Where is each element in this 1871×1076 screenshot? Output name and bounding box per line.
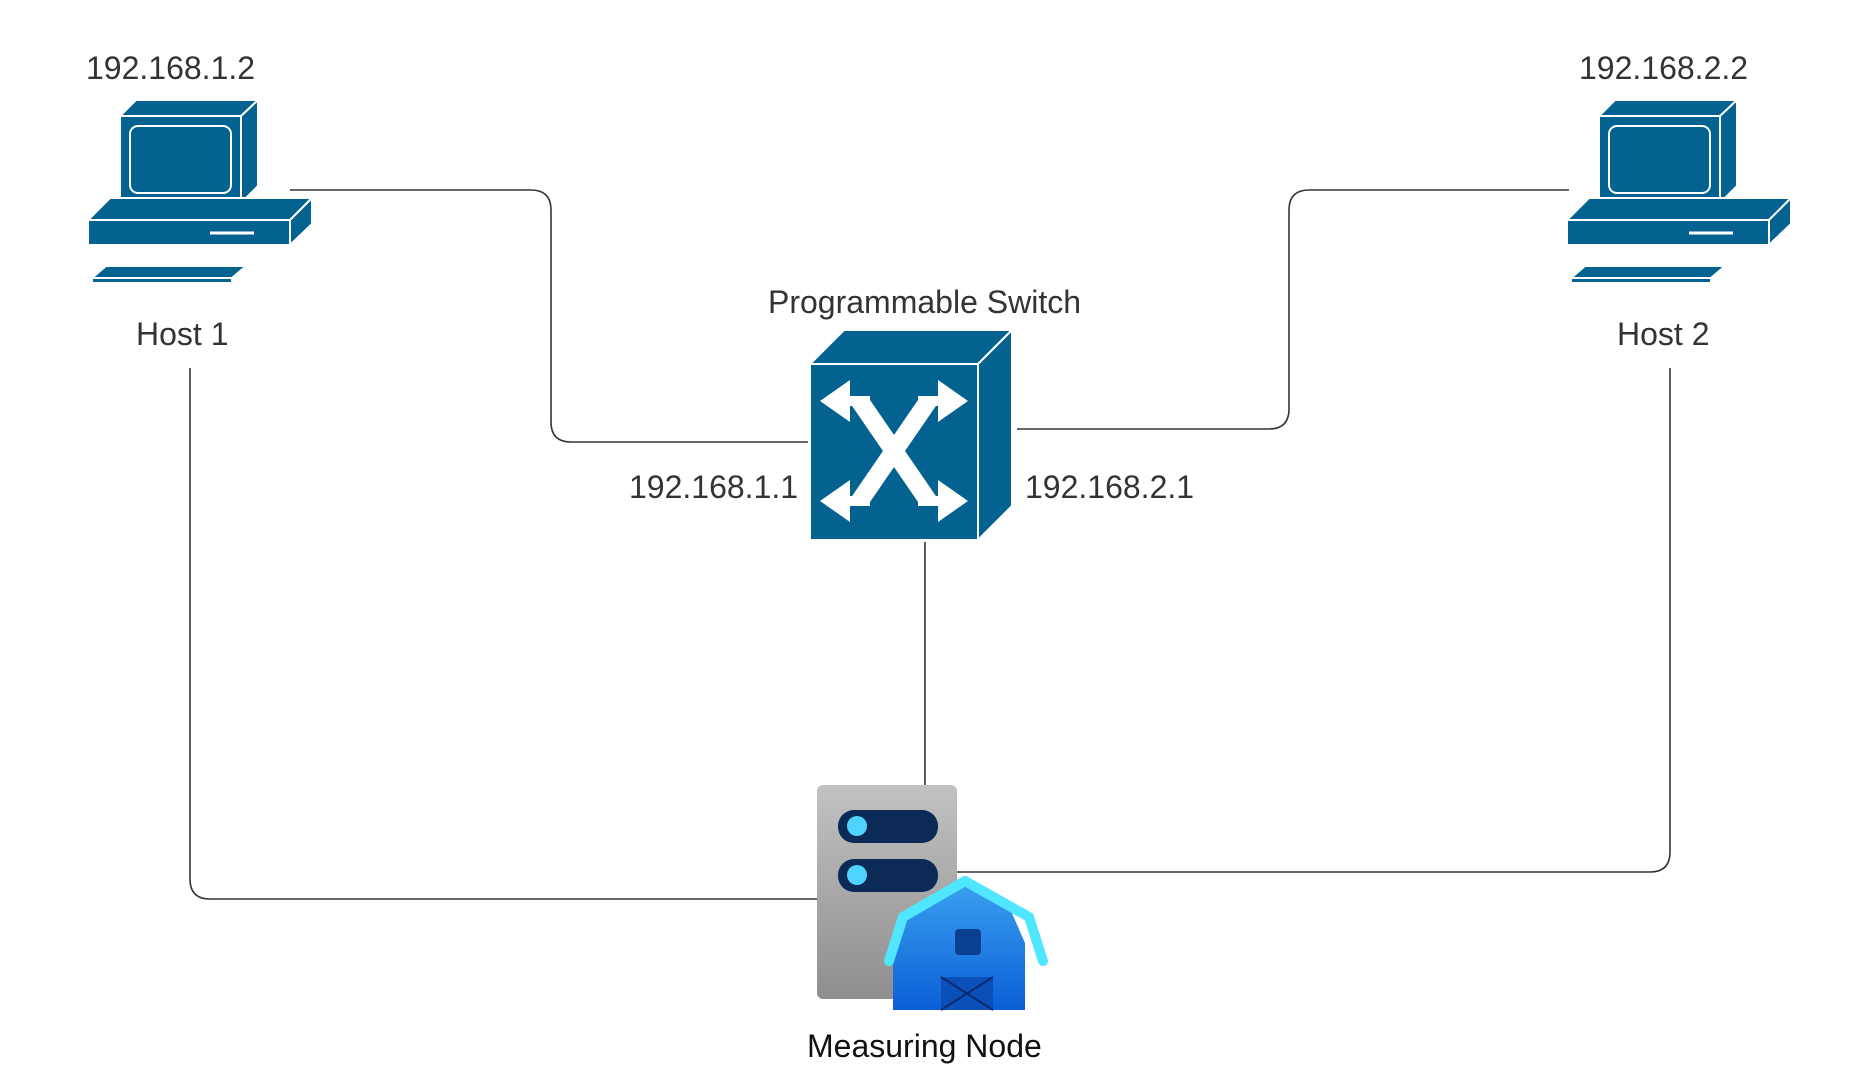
link-host1-measuring[interactable]	[189, 368, 818, 900]
link-host2-measuring[interactable]	[955, 368, 1671, 873]
host1-ip-label: 192.168.1.2	[86, 50, 256, 86]
server-farm-icon[interactable]	[817, 785, 1048, 1011]
switch-icon[interactable]	[809, 329, 1013, 541]
measuring-node-label: Measuring Node	[807, 1028, 1042, 1064]
switch-port-left-ip: 192.168.1.1	[629, 469, 799, 505]
link-host2-switch[interactable]	[1017, 189, 1569, 430]
link-host1-switch[interactable]	[290, 189, 808, 443]
host2-ip-label: 192.168.2.2	[1579, 50, 1749, 86]
host2-label: Host 2	[1617, 316, 1710, 352]
switch-port-right-ip: 192.168.2.1	[1025, 469, 1195, 505]
switch-arrows-icon	[820, 380, 968, 522]
host2-computer-icon[interactable]	[1566, 99, 1792, 284]
switch-label: Programmable Switch	[768, 284, 1081, 320]
barn-icon	[884, 876, 1048, 1011]
host1-computer-icon[interactable]	[87, 99, 313, 284]
host1-label: Host 1	[136, 316, 229, 352]
links	[189, 189, 1671, 900]
